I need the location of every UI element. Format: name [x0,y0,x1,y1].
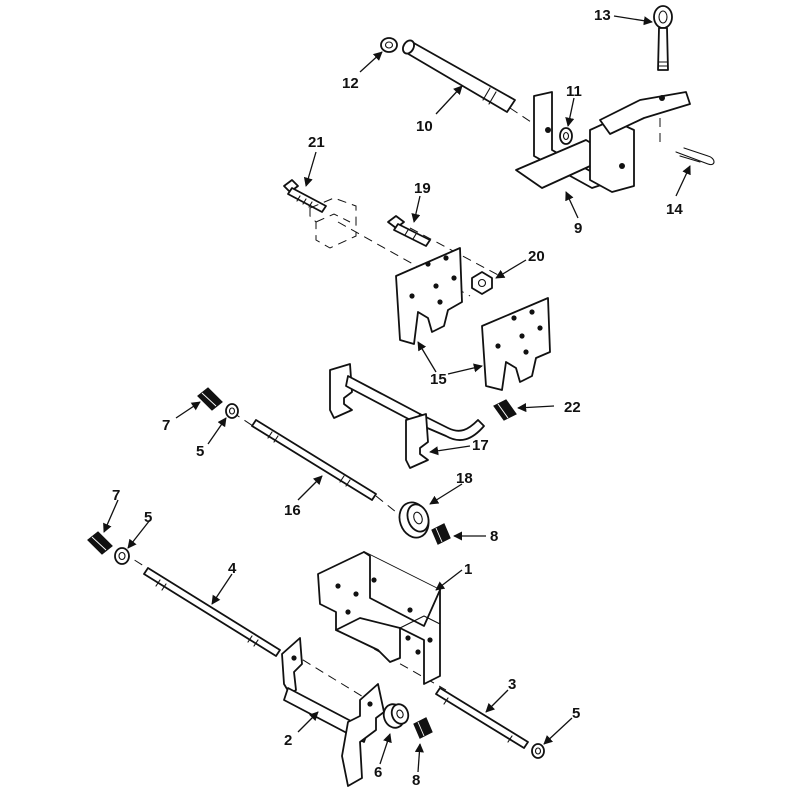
callout-20: 20 [528,248,545,265]
callout-6: 6 [374,764,382,781]
callout-7a: 7 [162,417,170,434]
callout-12: 12 [342,75,359,92]
callout-22: 22 [564,399,581,416]
part-12-washer [380,37,398,53]
callouts: 1 2 3 4 5 5 5 6 7 7 8 8 9 10 11 12 13 14… [112,7,683,789]
part-7-spring-lower [87,531,113,555]
callout-10: 10 [416,118,433,135]
leader-lines [103,15,691,773]
callout-5c: 5 [572,705,580,722]
callout-17: 17 [472,437,489,454]
callout-5a: 5 [196,443,204,460]
callout-3: 3 [508,676,516,693]
part-3-shaft [435,687,529,749]
part-6-collar [382,703,410,729]
part-9-hitch-bracket [515,91,691,193]
part-22-set-screw [493,399,517,421]
callout-1: 1 [464,561,472,578]
part-14-hairpin-clip [675,147,715,166]
part-2-bell-crank [281,637,385,787]
part-5-washer-lower-left [114,547,130,565]
callout-18: 18 [456,470,473,487]
part-13-hitch-pin [653,5,673,71]
part-15-side-plate-right [481,297,551,391]
callout-14: 14 [666,201,683,218]
part-4-shaft [143,567,281,657]
callout-8b: 8 [412,772,420,789]
callout-4: 4 [228,560,237,577]
part-11-bushing [559,127,573,145]
part-16-shaft [251,419,377,501]
callout-2: 2 [284,732,292,749]
part-1-main-bracket [317,551,441,685]
part-17-lever-assembly [329,363,485,469]
callout-5b: 5 [144,509,152,526]
part-20-nut [471,271,493,295]
callout-19: 19 [414,180,431,197]
part-15-side-plate-left [395,247,463,345]
part-5-washer-lower-right [531,743,545,759]
part-5-washer-upper [225,403,239,419]
part-10-pivot-pin [402,39,516,113]
part-19-bolt [387,215,431,247]
part-7-spring-upper [197,387,223,411]
callout-13: 13 [594,7,611,24]
callout-9: 9 [574,220,582,237]
part-21-bolt [283,179,327,213]
callout-21: 21 [308,134,325,151]
callout-8a: 8 [490,528,498,545]
part-8-set-screw-lower [413,717,433,739]
callout-15: 15 [430,371,447,388]
callout-7b: 7 [112,487,120,504]
ghost-bracket [309,197,357,249]
part-18-pulley [398,501,430,539]
callout-11: 11 [566,83,582,100]
part-8-set-screw-upper [431,523,451,545]
callout-16: 16 [284,502,301,519]
